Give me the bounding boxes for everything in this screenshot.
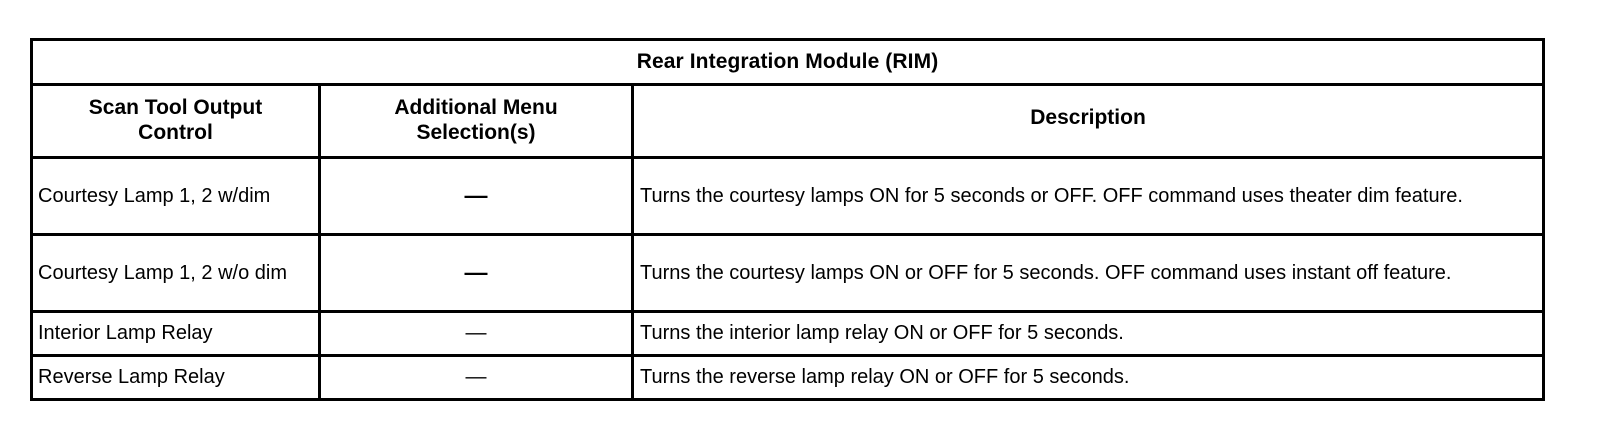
cell-description: Turns the courtesy lamps ON for 5 second… <box>630 156 1546 236</box>
em-dash-icon: — <box>464 181 488 208</box>
em-dash-icon: — <box>465 321 487 344</box>
cell-description: Turns the interior lamp relay ON or OFF … <box>630 310 1546 357</box>
table-row: Reverse Lamp Relay — Turns the reverse l… <box>30 354 1546 401</box>
column-header-additional-menu-selections: Additional Menu Selection(s) <box>318 83 634 159</box>
rear-integration-module-table: Rear Integration Module (RIM) Scan Tool … <box>29 38 1546 401</box>
column-header-description: Description <box>630 83 1546 159</box>
cell-description: Turns the courtesy lamps ON or OFF for 5… <box>630 233 1546 313</box>
cell-scan-tool-output-control: Courtesy Lamp 1, 2 w/o dim <box>30 233 321 313</box>
table-title-row: Rear Integration Module (RIM) <box>29 38 1546 86</box>
cell-description: Turns the reverse lamp relay ON or OFF f… <box>630 354 1546 401</box>
cell-scan-tool-output-control: Reverse Lamp Relay <box>30 354 321 401</box>
cell-additional-menu-selections: — <box>318 354 634 401</box>
column-header-scan-tool-output-control: Scan Tool Output Control <box>30 83 321 159</box>
em-dash-icon: — <box>465 365 487 388</box>
cell-scan-tool-output-control: Interior Lamp Relay <box>30 310 321 357</box>
column-header-scan-tool-output-control-line1: Scan Tool Output <box>88 96 263 120</box>
column-header-additional-menu-selections-line2: Selection(s) <box>416 121 536 144</box>
cell-additional-menu-selections: — <box>318 310 634 357</box>
table-row: Interior Lamp Relay — Turns the interior… <box>30 310 1546 357</box>
table-title: Rear Integration Module (RIM) <box>29 38 1546 86</box>
cell-additional-menu-selections: — <box>318 233 634 313</box>
column-header-additional-menu-selections-line1: Additional Menu <box>394 96 558 120</box>
column-header-scan-tool-output-control-line2: Control <box>138 121 213 144</box>
cell-additional-menu-selections: — <box>318 156 634 236</box>
em-dash-icon: — <box>464 258 488 285</box>
cell-scan-tool-output-control: Courtesy Lamp 1, 2 w/dim <box>30 156 321 236</box>
table-header-row: Scan Tool Output Control Additional Menu… <box>30 83 1546 159</box>
table-row: Courtesy Lamp 1, 2 w/dim — Turns the cou… <box>30 156 1546 236</box>
table-row: Courtesy Lamp 1, 2 w/o dim — Turns the c… <box>30 233 1546 313</box>
